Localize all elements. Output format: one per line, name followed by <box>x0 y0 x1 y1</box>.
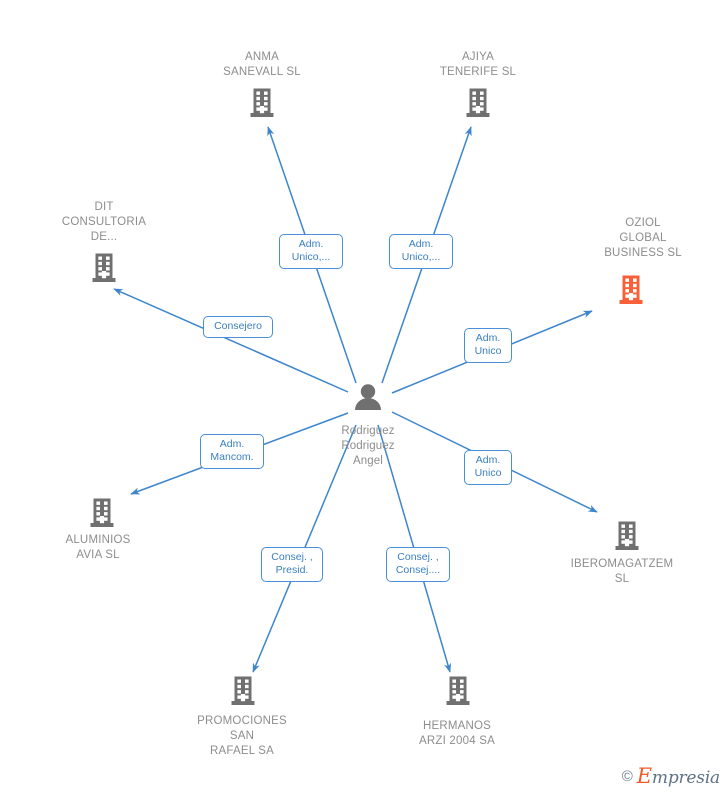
edge-label[interactable]: Adm. Unico <box>464 450 512 485</box>
node-label: ALUMINIOS AVIA SL <box>65 534 131 561</box>
node-label: IBEROMAGATZEM SL <box>570 558 674 585</box>
node-icons-group <box>90 88 643 706</box>
brand-initial: E <box>636 764 652 788</box>
edge-label[interactable]: Consej. , Consej.... <box>386 547 450 582</box>
edge-label[interactable]: Adm. Unico,... <box>389 234 453 269</box>
edge-label[interactable]: Adm. Mancom. <box>200 434 264 469</box>
node-label: ANMA SANEVALL SL <box>223 51 301 78</box>
brand-rest: mpresia <box>651 768 720 788</box>
node-label: DIT CONSULTORIA DE... <box>61 201 147 243</box>
empresia-brand-text: Empresia <box>637 766 720 787</box>
empresia-watermark: © Empresia <box>622 766 720 787</box>
edge-label[interactable]: Consej. , Presid. <box>261 547 323 582</box>
node-label: PROMOCIONES SAN RAFAEL SA <box>197 715 287 757</box>
building-icon[interactable] <box>615 521 639 551</box>
person-icon[interactable] <box>355 384 381 410</box>
edge-label[interactable]: Consejero <box>203 316 273 338</box>
edge-label[interactable]: Adm. Unico <box>464 328 512 363</box>
edge-label[interactable]: Adm. Unico,... <box>279 234 343 269</box>
node-label: Rodriguez Rodriguez Angel <box>341 425 395 467</box>
building-icon[interactable] <box>619 275 643 305</box>
copyright-icon: © <box>621 768 633 785</box>
building-icon[interactable] <box>446 676 470 706</box>
building-icon[interactable] <box>466 88 490 118</box>
building-icon[interactable] <box>231 676 255 706</box>
building-icon[interactable] <box>250 88 274 118</box>
edge-line <box>113 288 349 393</box>
building-icon[interactable] <box>90 498 114 528</box>
node-label: OZIOL GLOBAL BUSINESS SL <box>604 217 682 259</box>
node-label: HERMANOS ARZI 2004 SA <box>419 720 495 747</box>
building-icon[interactable] <box>92 253 116 283</box>
node-label: AJIYA TENERIFE SL <box>439 51 517 78</box>
